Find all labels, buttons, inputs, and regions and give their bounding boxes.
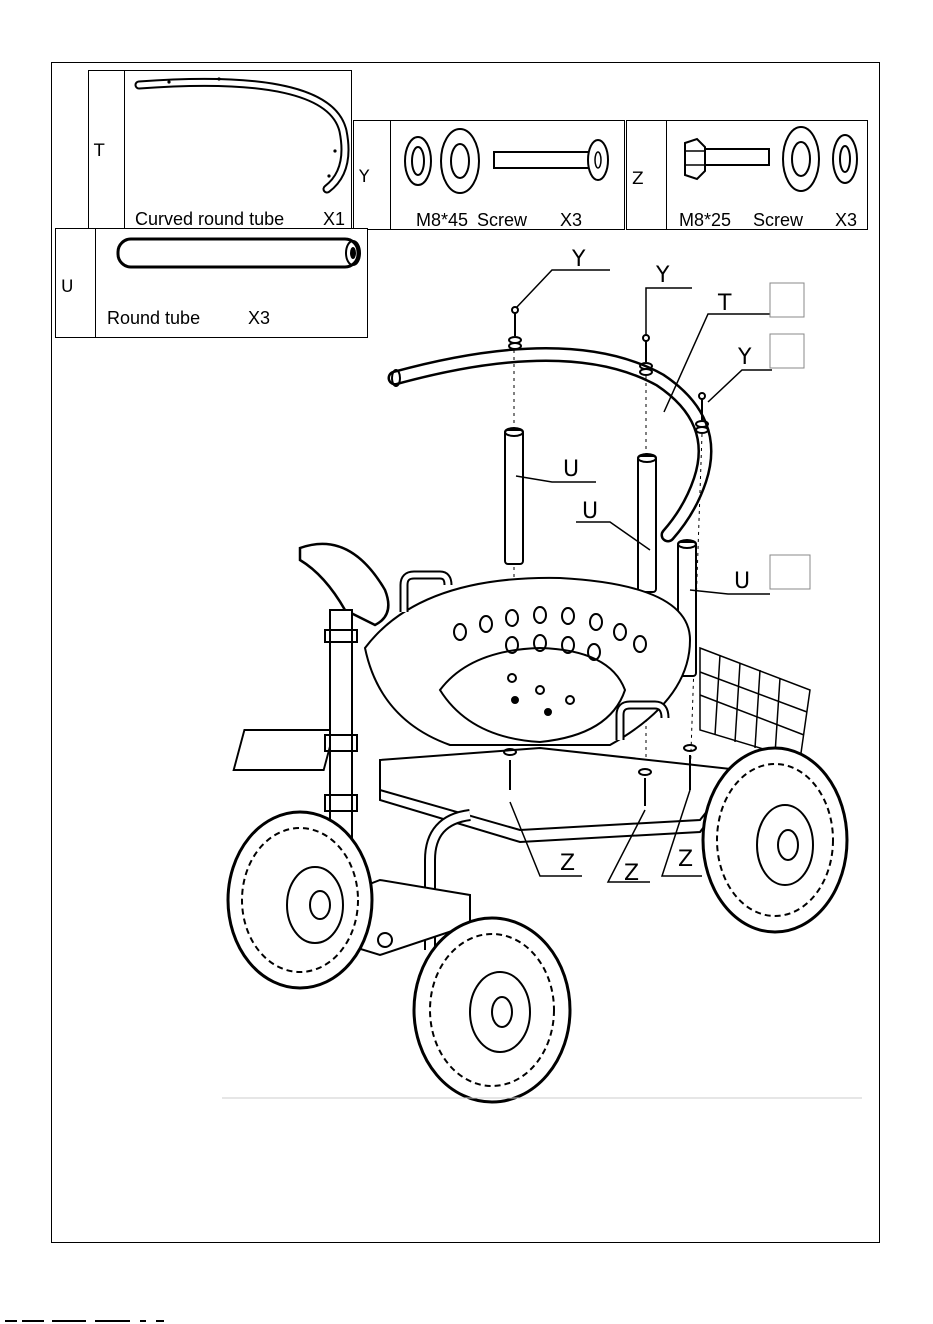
- screw-m8x25-illustration: [627, 121, 869, 231]
- part-qty-u: X3: [248, 308, 270, 329]
- part-qty-y: X3: [560, 210, 582, 231]
- part-name-z: Screw: [753, 210, 803, 231]
- part-box-z: Z M8*25 Screw X3: [626, 120, 868, 230]
- footer-marks: [0, 1318, 200, 1324]
- part-name-u: Round tube: [107, 308, 200, 329]
- part-qty-z: X3: [835, 210, 857, 231]
- part-box-u: U Round tube X3: [55, 228, 368, 338]
- part-box-t: T Curved round tube X1: [88, 70, 352, 230]
- part-spec-y: M8*45: [416, 210, 468, 231]
- part-name-y: Screw: [477, 210, 527, 231]
- part-spec-z: M8*25: [679, 210, 731, 231]
- curved-tube-illustration: [89, 71, 353, 231]
- part-name-t: Curved round tube: [135, 209, 284, 230]
- round-tube-illustration: [56, 229, 369, 339]
- part-qty-t: X1: [323, 209, 345, 230]
- part-box-y: Y M8*45 Screw X3: [353, 120, 625, 230]
